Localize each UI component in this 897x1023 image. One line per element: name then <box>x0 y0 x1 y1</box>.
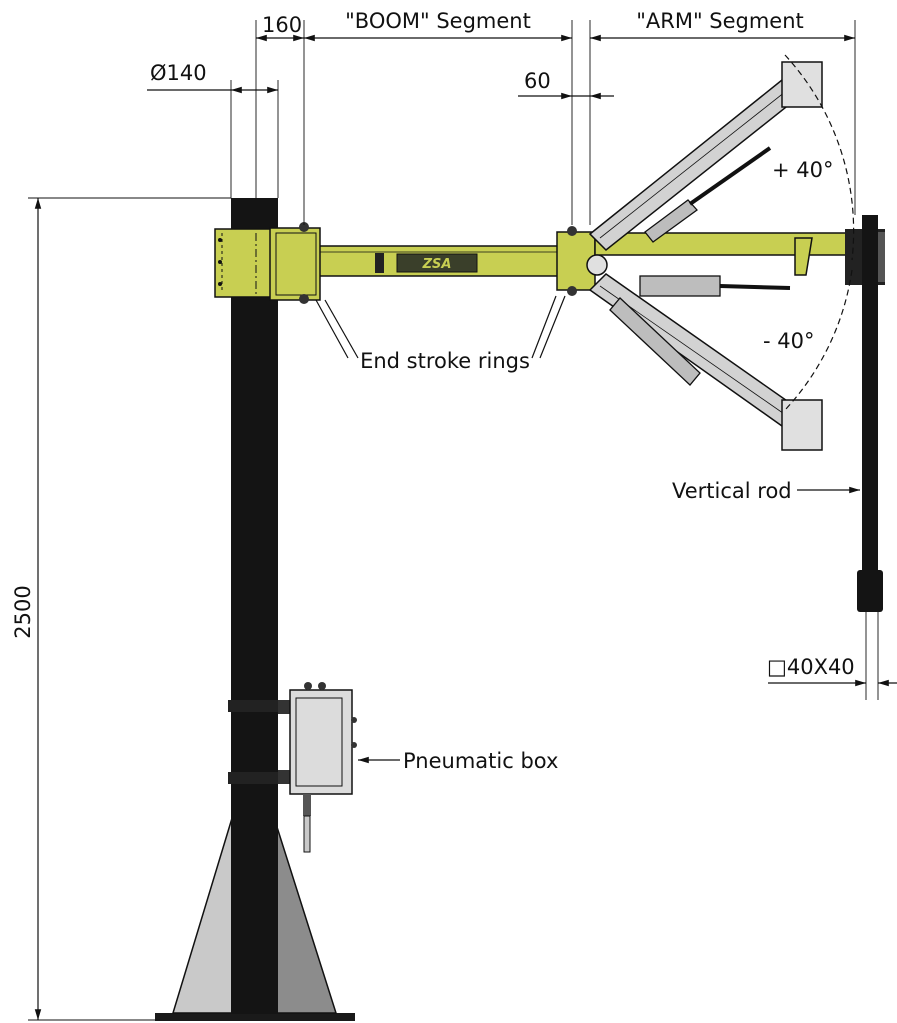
boom-segment: ZSA <box>269 222 596 304</box>
callout-pneumatic-box: Pneumatic box <box>358 749 558 773</box>
callout-end-stroke-rings: End stroke rings <box>315 295 566 373</box>
angle-up-label: + 40° <box>772 158 834 182</box>
dim-60-label: 60 <box>524 69 551 93</box>
dim-diameter: Ø140 <box>147 61 278 94</box>
dim-arm: "ARM" Segment <box>590 9 855 42</box>
arm-lower-position <box>588 273 823 451</box>
callout-vertical-rod: Vertical rod <box>672 479 860 503</box>
pneumatic-box-shape <box>278 682 357 853</box>
pneumatic-box-label: Pneumatic box <box>403 749 558 773</box>
dim-160: 160 <box>256 13 304 42</box>
dim-160-label: 160 <box>262 13 302 37</box>
dim-rod-section: □40X40 <box>767 655 897 687</box>
dim-height: 2500 <box>11 197 231 1021</box>
dim-boom-label: "BOOM" Segment <box>345 9 531 33</box>
dim-rod-section-label: □40X40 <box>767 655 855 679</box>
dim-boom: "BOOM" Segment <box>304 9 572 42</box>
vertical-rod-label: Vertical rod <box>672 479 792 503</box>
dim-diameter-label: Ø140 <box>150 61 207 85</box>
end-stroke-rings-label: End stroke rings <box>360 349 530 373</box>
dim-60: 60 <box>518 69 614 100</box>
arm-segment <box>586 229 885 285</box>
dim-height-label: 2500 <box>11 585 35 638</box>
arm-upper-position <box>588 61 823 252</box>
logo-zsa: ZSA <box>422 257 452 272</box>
angle-down-label: - 40° <box>763 329 814 353</box>
vertical-rod-shape <box>857 215 883 700</box>
column-bracket <box>214 228 276 298</box>
column <box>228 198 280 1014</box>
dim-arm-label: "ARM" Segment <box>636 9 804 33</box>
swing-arc <box>784 54 855 411</box>
